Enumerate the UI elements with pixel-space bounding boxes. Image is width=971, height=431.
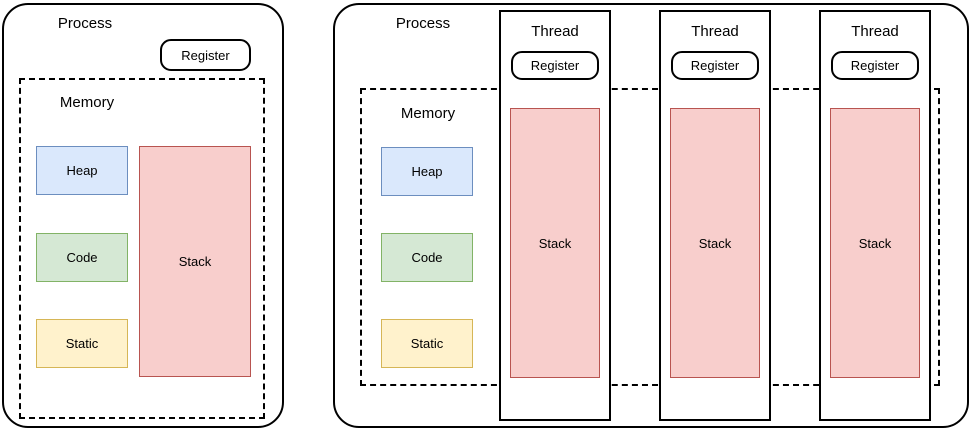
register-label-left: Register (181, 47, 230, 63)
thread-stack-label-1: Stack (538, 235, 572, 251)
thread-label-2: Thread (691, 22, 739, 40)
process-label-left: Process (57, 14, 113, 32)
thread-stack-label-2: Stack (698, 235, 732, 251)
thread-stack-label-3: Stack (858, 235, 892, 251)
segment-heap-left[interactable]: Heap (36, 146, 128, 195)
register-box-3[interactable]: Register (831, 51, 919, 80)
segment-stack-left[interactable]: Stack (139, 146, 251, 377)
segment-code-right[interactable]: Code (381, 233, 473, 282)
segment-static-label-left: Static (65, 336, 99, 351)
process-label-right: Process (395, 14, 451, 32)
thread-stack-2[interactable]: Stack (670, 108, 760, 378)
segment-heap-right[interactable]: Heap (381, 147, 473, 196)
process-container-left (2, 3, 284, 428)
memory-container-right (360, 88, 940, 386)
memory-container-left (19, 78, 265, 419)
segment-static-left[interactable]: Static (36, 319, 128, 368)
segment-static-label-right: Static (410, 336, 444, 351)
thread-label-3: Thread (851, 22, 899, 40)
thread-stack-3[interactable]: Stack (830, 108, 920, 378)
segment-heap-label-left: Heap (66, 163, 98, 178)
segment-code-left[interactable]: Code (36, 233, 128, 282)
segment-static-right[interactable]: Static (381, 319, 473, 368)
register-box-1[interactable]: Register (511, 51, 599, 80)
register-label-3: Register (850, 58, 900, 73)
process-container-right (333, 3, 969, 428)
thread-label-1: Thread (531, 22, 579, 40)
segment-stack-label-left: Stack (178, 254, 212, 269)
register-label-2: Register (690, 58, 740, 73)
thread-stack-1[interactable]: Stack (510, 108, 600, 378)
register-label-1: Register (530, 58, 580, 73)
segment-heap-label-right: Heap (411, 164, 443, 179)
register-box-2[interactable]: Register (671, 51, 759, 80)
memory-label-left: Memory (59, 93, 115, 111)
register-box-left[interactable]: Register (160, 39, 251, 71)
segment-code-label-right: Code (411, 250, 443, 265)
segment-code-label-left: Code (66, 250, 98, 265)
memory-label-right: Memory (400, 104, 456, 122)
